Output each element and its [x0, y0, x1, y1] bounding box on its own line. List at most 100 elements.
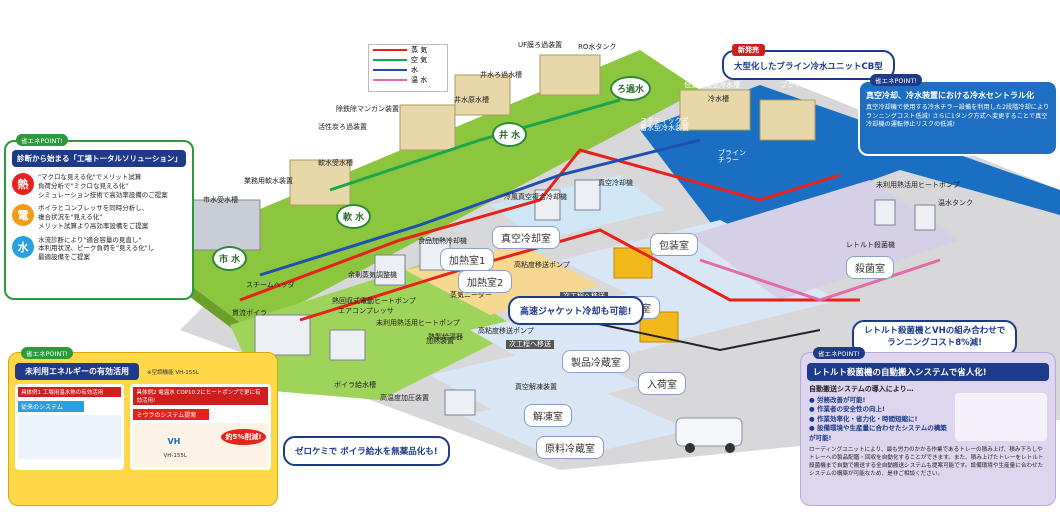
label-pump2: 高粘度移送ポンプ: [478, 327, 534, 335]
panel-retort-badge: 省エネPOINT!: [813, 347, 865, 359]
example-2: 具体例2 電温水 COP10.2にヒートポンプで更に有効活用!: [133, 387, 268, 405]
label-low-temp-tank: 低温循環型冷水槽: [684, 81, 740, 89]
panel-unused-energy: 省エネPOINT! 未利用エネルギーの有効活用 ※空調機能 VH-155L 具体…: [8, 347, 278, 506]
panel-central-badge: 省エネPOINT!: [870, 74, 922, 86]
water-line-3: 最適設備をご提案: [38, 253, 90, 262]
point-electric: 電 ボイラとコンプレッサを同時分析し、複合状況を"見える化"メリット試算より高効…: [12, 204, 186, 230]
panel-total-solution: 省エネPOINT! 診断から始まる「工場トータルソリューション」 熱 "マクロな…: [4, 134, 194, 300]
label-static-ice: スタティック式 蓄氷型冷水装置: [640, 117, 689, 132]
point-heat: 熱 "マクロな見える化"でメリット試算負荷分析で"ミクロな見える化"シミュレーシ…: [12, 173, 186, 199]
legend-steam-swatch: [373, 49, 407, 51]
label-pure-tank: 井水ろ過水槽: [480, 71, 522, 79]
legend-hotwater: 温 水: [411, 76, 428, 84]
benefit-3: ● 作業効率化・省力化・時間短縮に!: [809, 414, 918, 423]
room-sterilization: 殺菌室: [846, 256, 894, 279]
label-surplus: 余剰蒸気調整機: [348, 271, 397, 279]
label-retort-hp: 未利用熱活用ヒートポンプ: [876, 181, 960, 189]
tag-well-water: 井 水: [492, 122, 528, 147]
legend-hotwater-swatch: [373, 79, 407, 81]
room-heating-2: 加熱室2: [458, 270, 513, 293]
panel-unused-badge: 省エネPOINT!: [21, 347, 73, 359]
retort-loading-illustration: [955, 393, 1047, 441]
water-line-1: 水流診断により"適合容量の見直し": [38, 235, 142, 244]
panel-central-title: 真空冷却、冷水装置における冷水セントラル化: [866, 91, 1034, 100]
heat-icon: 熱: [12, 173, 34, 195]
panel-total-badge: 省エネPOINT!: [16, 134, 68, 146]
tag-city-water: 市 水: [212, 246, 248, 271]
before-diagram: [18, 415, 122, 459]
packing-box: [613, 247, 653, 279]
machinery: [254, 179, 936, 416]
label-cold-tank: 冷水槽: [708, 95, 729, 103]
label-feed-tank: ボイラ給水槽: [334, 381, 376, 389]
label-softener: 業務用軟水装置: [244, 177, 293, 185]
benefit-1: ● 労務改善が可能!: [809, 396, 866, 404]
room-vacuum-cooling: 真空冷却室: [492, 226, 560, 249]
label-hotwater-tank: 温水タンク: [938, 199, 973, 207]
tag-filtered-water: ろ過水: [610, 76, 652, 101]
label-heating-tank: 加熱装置: [426, 337, 454, 345]
label-prime-chiller: プライン冷水ユニット: [780, 81, 850, 89]
panel-total-title: 診断から始まる「工場トータルソリューション」: [12, 150, 186, 167]
label-mn: 除鉄除マンガン装置: [336, 105, 399, 113]
legend-air-swatch: [373, 59, 407, 61]
example-1: 具体例1 工場用温水熱の有効活用: [18, 387, 122, 397]
new-badge: 新発売: [732, 44, 765, 56]
tag-soft-water: 軟 水: [336, 204, 372, 229]
label-heatpump: 熱回収式電動ヒートポンプ: [332, 297, 416, 305]
legend-air: 空 気: [411, 56, 428, 64]
room-product-cold-storage: 製品冷蔵室: [562, 350, 630, 373]
after-diagram: VH VH-155L 約5%削減!: [133, 423, 268, 467]
panel-retort-body: ローディングユニットにより、最も労力のかかる作業であるトレーの積み上げ、積み下ろ…: [809, 447, 1044, 478]
panel-retort-title: レトルト殺菌機の自動搬入システムで省人化!: [807, 363, 1049, 381]
label-vac-cooler: 冷風真空複合冷却機: [504, 193, 567, 201]
panel-unused-title: 未利用エネルギーの有効活用: [15, 363, 139, 380]
label-boiler: 貫流ボイラ: [232, 309, 267, 317]
pipe-legend: 蒸 気 空 気 水 温 水: [368, 44, 448, 92]
label-util-hp: 未利用熱活用ヒートポンプ: [376, 319, 460, 327]
callout-jacket-cooling: 高速ジャケット冷却も可能!: [508, 296, 644, 325]
heat-line-3: シミュレーション技術で高効率設備のご提案: [38, 190, 168, 199]
room-thawing: 解凍室: [524, 404, 572, 427]
label-uf: UF膜ろ過装置: [518, 41, 563, 49]
panel-unused-subtitle: ※空調機能 VH-155L: [147, 369, 199, 376]
callout-zero-chemical: ゼロケミで ボイラ給水を無薬品化も!: [283, 436, 450, 466]
label-raw-tank: 井水原水槽: [454, 96, 489, 104]
panel-central-chilling: 省エネPOINT! 真空冷却、冷水装置における冷水セントラル化 真空冷却機で使用…: [858, 74, 1058, 156]
benefit-4: ● 設備環境や生産量に合わせたシステムの構築が可能!: [809, 424, 947, 442]
electric-line-2: 複合状況を"見える化": [38, 213, 103, 222]
panel-central-body: 真空冷却機で使用する冷水チラー設備を利用した2段階冷却によりランニングコスト低減…: [866, 104, 1050, 129]
label-city-tank: 市水受水槽: [203, 196, 238, 204]
reduce-badge: 約5%削減!: [221, 429, 266, 445]
label-steam-header: スチームヘッダ: [246, 281, 295, 289]
room-heating-1: 加熱室1: [440, 248, 495, 271]
label-retort-machine: レトルト殺菌機: [846, 241, 895, 249]
lower-green-platform: [230, 265, 520, 400]
label-carbon: 活性炭ろ過装置: [318, 123, 367, 131]
room-packing: 包装室: [650, 233, 698, 256]
label-next2: 次工程へ移送: [506, 340, 554, 349]
label-pressure-eq: 高温度加圧装置: [380, 394, 429, 402]
electric-icon: 電: [12, 204, 34, 227]
label-brine-chiller: ブライン チラー: [718, 149, 746, 164]
electric-line-3: メリット試算より高効率設備をご提案: [38, 221, 149, 230]
point-water: 水 水流診断により"適合容量の見直し"本利用状況、ピーク負荷を"見える化"し最適…: [12, 235, 186, 262]
benefit-2: ● 作業者の安全性の向上!: [809, 405, 885, 414]
legend-steam: 蒸 気: [411, 46, 428, 54]
room-raw-cold-storage: 原料冷蔵室: [536, 436, 604, 459]
label-ro-tank: RO水タンク: [578, 43, 617, 51]
panel-retort-automation: 省エネPOINT! レトルト殺菌機の自動搬入システムで省人化! 自動搬送システム…: [800, 347, 1056, 506]
water-line-2: 本利用状況、ピーク負荷を"見える化"し: [38, 244, 155, 253]
vh-model: VH-155L: [163, 453, 187, 459]
label-thaw: 真空解凍装置: [515, 383, 557, 391]
label-vac-cooler2: 真空冷却機: [598, 179, 633, 187]
room-receiving: 入荷室: [638, 372, 686, 395]
heat-line-2: 負荷分析で"ミクロな見える化": [38, 181, 129, 190]
label-kneader-pump: 高粘度移送ポンプ: [514, 261, 570, 269]
callout-new-product: 新発売 大型化したブライン冷水ユニットCB型: [722, 44, 895, 80]
new-product-title: 大型化したブライン冷水ユニットCB型: [734, 62, 883, 72]
before-system: 従来のシステム: [18, 401, 84, 412]
water-icon: 水: [12, 235, 34, 258]
after-system: ミウラのシステム提案: [133, 409, 210, 420]
